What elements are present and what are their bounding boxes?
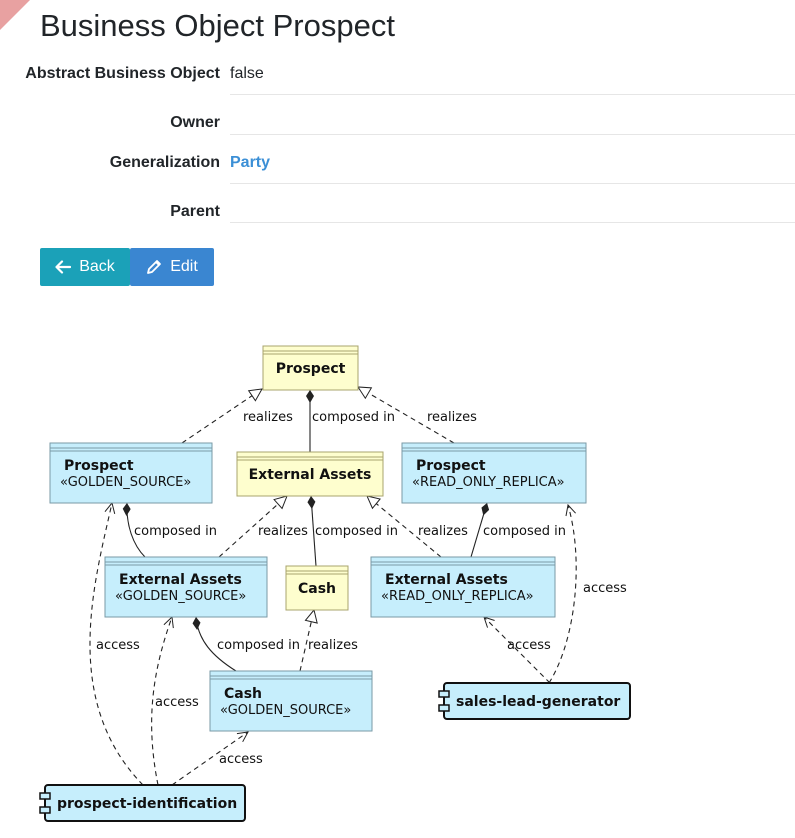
owner-label: Owner	[170, 114, 220, 131]
class-name: Prospect	[276, 361, 346, 377]
component-name: prospect-identification	[57, 796, 237, 812]
edge-label-realizes: realizes	[418, 524, 468, 539]
class-box-ext-golden: External Assets«GOLDEN_SOURCE»	[104, 556, 268, 618]
edit-button-label: Edit	[170, 258, 198, 275]
class-box-prospect-golden: Prospect«GOLDEN_SOURCE»	[49, 442, 213, 504]
class-stereotype: «GOLDEN_SOURCE»	[115, 589, 246, 604]
divider	[230, 222, 795, 223]
class-name: Cash	[298, 581, 336, 597]
generalization-link[interactable]: Party	[230, 154, 271, 171]
edge-label-access: access	[219, 752, 263, 767]
edge-access	[548, 505, 577, 684]
class-box-external-assets: External Assets	[236, 451, 384, 497]
pencil-icon	[147, 260, 162, 274]
class-name: External Assets	[249, 467, 372, 483]
component-prospect-id: prospect-identification	[39, 784, 246, 822]
parent-label: Parent	[170, 203, 220, 220]
edge-label-composed-in: composed in	[217, 638, 300, 653]
generalization-label: Generalization	[109, 154, 220, 171]
abstract-business-object-label: Abstract Business Object	[25, 65, 220, 82]
edge-label-composed-in: composed in	[315, 524, 398, 539]
class-stereotype: «READ_ONLY_REPLICA»	[381, 589, 534, 604]
edge-access	[171, 732, 248, 786]
page-title: Business Object Prospect	[40, 8, 395, 43]
edge-label-realizes: realizes	[427, 410, 477, 425]
edge-realizes	[358, 387, 455, 444]
edge-access	[89, 503, 144, 786]
edge-realizes	[299, 610, 314, 672]
class-stereotype: «GOLDEN_SOURCE»	[220, 703, 351, 718]
edge-label-composed-in: composed in	[483, 524, 566, 539]
back-button-label: Back	[79, 258, 115, 275]
class-name: External Assets	[119, 572, 242, 588]
divider	[230, 94, 795, 95]
class-box-cash-golden: Cash«GOLDEN_SOURCE»	[209, 670, 373, 732]
edge-label-composed-in: composed in	[312, 410, 395, 425]
component-name: sales-lead-generator	[456, 694, 620, 710]
edge-realizes	[218, 496, 287, 558]
class-name: Prospect	[64, 458, 134, 474]
abstract-business-object-value: false	[230, 65, 264, 82]
edge-label-access: access	[155, 695, 199, 710]
class-stereotype: «GOLDEN_SOURCE»	[60, 475, 191, 490]
corner-ribbon	[0, 0, 30, 30]
class-box-prospect-replica: Prospect«READ_ONLY_REPLICA»	[401, 442, 587, 504]
edge-realizes	[181, 389, 262, 444]
class-box-ext-replica: External Assets«READ_ONLY_REPLICA»	[370, 556, 556, 618]
arrow-left-icon	[55, 260, 72, 274]
class-name: Cash	[224, 686, 262, 702]
class-box-prospect: Prospect	[262, 345, 359, 391]
edge-label-access: access	[96, 638, 140, 653]
class-box-cash: Cash	[285, 565, 349, 611]
edge-label-composed-in: composed in	[134, 524, 217, 539]
edge-composed-in	[470, 502, 490, 558]
edge-realizes	[367, 496, 442, 558]
class-name: External Assets	[385, 572, 508, 588]
class-stereotype: «READ_ONLY_REPLICA»	[412, 475, 565, 490]
edit-button[interactable]: Edit	[130, 248, 214, 286]
edge-label-realizes: realizes	[243, 410, 293, 425]
edge-access	[151, 617, 172, 786]
component-sales: sales-lead-generator	[438, 682, 631, 720]
edge-access	[484, 617, 551, 684]
class-name: Prospect	[416, 458, 486, 474]
edge-label-realizes: realizes	[308, 638, 358, 653]
edge-label-access: access	[507, 638, 551, 653]
edge-label-realizes: realizes	[258, 524, 308, 539]
edge-composed-in	[192, 616, 237, 672]
divider	[230, 134, 795, 135]
edge-composed-in	[122, 502, 146, 558]
edge-label-access: access	[583, 581, 627, 596]
divider	[230, 183, 795, 184]
edge-composed-in	[307, 495, 317, 567]
back-button[interactable]: Back	[40, 248, 130, 286]
